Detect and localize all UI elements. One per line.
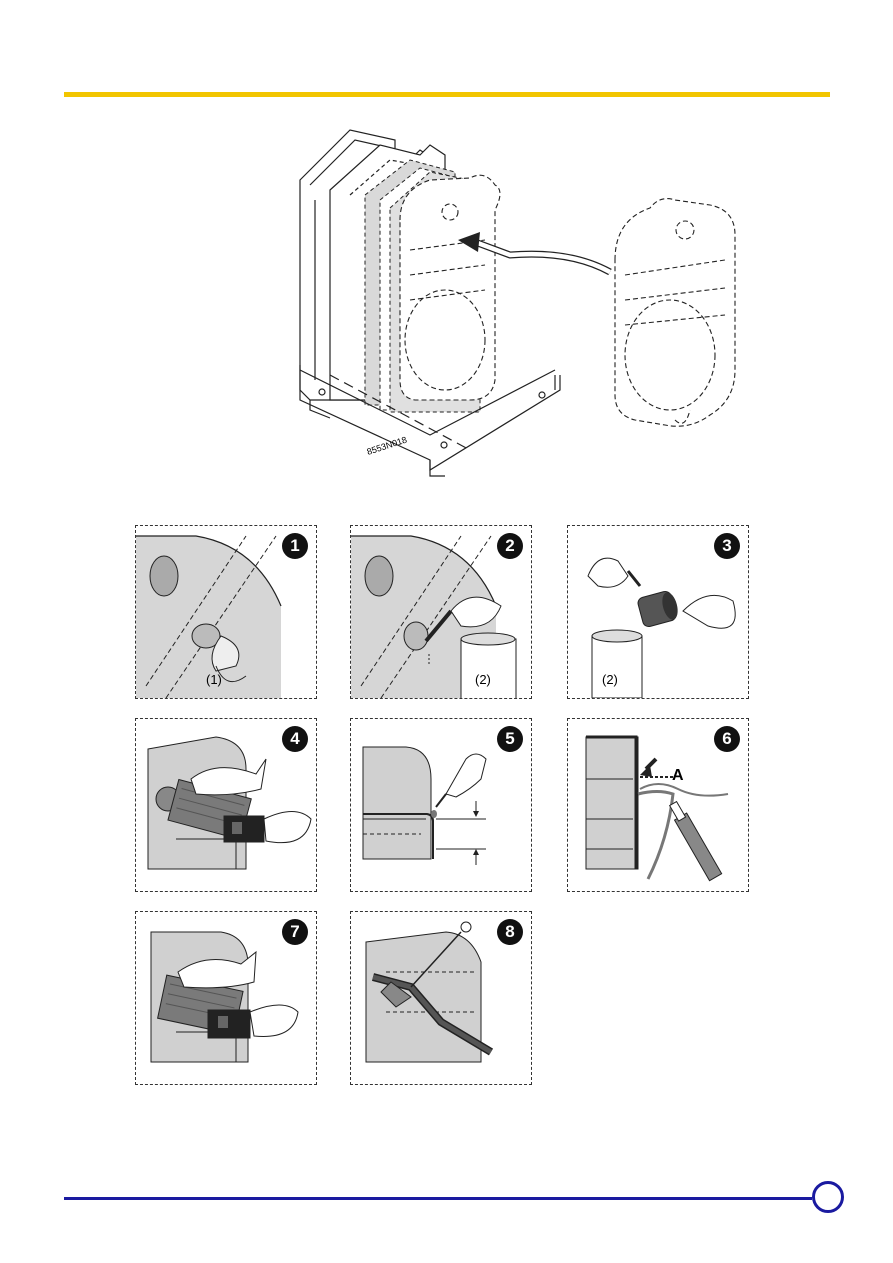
step-number-badge: 8: [497, 919, 523, 945]
step-number-badge: 5: [497, 726, 523, 752]
step-number-badge: 2: [497, 533, 523, 559]
step-panel-5: 5: [350, 718, 532, 892]
step-panel-3: 3 (2): [567, 525, 749, 699]
step-caption: (2): [602, 672, 618, 687]
page-number-circle: [812, 1181, 844, 1213]
header-rule: [64, 92, 830, 97]
step-panel-8: 8: [350, 911, 532, 1085]
marker-label-a: A: [672, 767, 684, 785]
step-panel-4: 4: [135, 718, 317, 892]
main-illustration: 8553N018: [270, 100, 760, 490]
step-number-badge: 6: [714, 726, 740, 752]
heat-exchanger-assembly-drawing: 8553N018: [270, 100, 760, 490]
step-number-badge: 3: [714, 533, 740, 559]
step-caption: (1): [206, 672, 222, 687]
step-panel-7: 7: [135, 911, 317, 1085]
step-panel-1: 1 (1): [135, 525, 317, 699]
step-number-badge: 4: [282, 726, 308, 752]
step-caption: (2): [475, 672, 491, 687]
step-number-badge: 1: [282, 533, 308, 559]
step-number-badge: 7: [282, 919, 308, 945]
footer-rule: [64, 1197, 812, 1200]
step-panel-6: 6 A: [567, 718, 749, 892]
step-panel-2: 2 (2): [350, 525, 532, 699]
figure-code: 8553N018: [366, 435, 409, 457]
